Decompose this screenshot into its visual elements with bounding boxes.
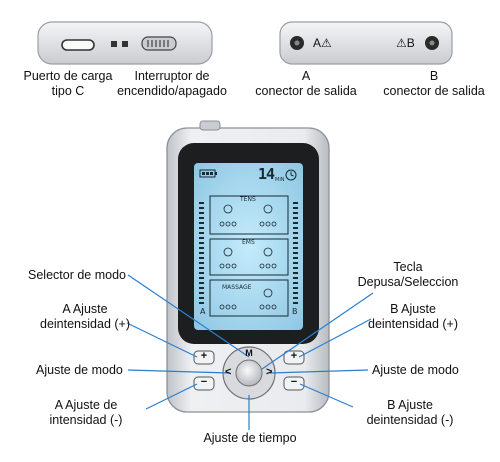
pause-select-label: Tecla Depusa/Seleccion: [357, 260, 459, 289]
b-plus-label: B Ajuste deintensidad (+): [368, 302, 458, 331]
b-minus-glyph[interactable]: −: [290, 376, 298, 388]
intensity-bar-b: [293, 202, 298, 304]
intensity-bar-a: [199, 202, 204, 304]
a-plus-button: [193, 350, 215, 365]
power-switch: [141, 36, 177, 51]
mode-right-label: Ajuste de modo: [372, 363, 459, 377]
charging-port-label: Puerto de carga tipo C: [23, 69, 113, 98]
lcd-channel-a: A: [200, 307, 206, 316]
connector-b-mark: ⚠B: [396, 36, 415, 50]
mode-panel-tens: [209, 195, 289, 235]
mode-selector-label: Selector de modo: [28, 268, 126, 282]
mode-panel-ems: [209, 238, 289, 276]
b-minus-label: B Ajuste deintensidad (-): [366, 398, 454, 427]
mode-m-glyph[interactable]: M: [245, 348, 253, 358]
mode-left-label: Ajuste de modo: [36, 363, 123, 377]
b-minus-button: [283, 376, 305, 391]
device-bottom-edge-view: [279, 21, 453, 65]
connector-a-mark: A⚠: [313, 36, 332, 50]
right-arrow-icon[interactable]: >: [266, 366, 273, 378]
led-dot-1: [111, 41, 117, 47]
center-button: [235, 359, 263, 387]
a-minus-button: [193, 376, 215, 391]
output-b-label: B conector de salida: [383, 69, 485, 98]
a-plus-label: A Ajuste deintensidad (+): [40, 302, 130, 331]
b-plus-button: [283, 350, 305, 365]
lcd-timer-unit: MIN: [275, 177, 285, 183]
power-switch-label: Interruptor de encendido/apagado: [117, 69, 227, 98]
lcd-mode-massage: MASSAGE: [222, 284, 252, 291]
a-minus-label: A Ajuste de intensidad (-): [49, 398, 123, 427]
clock-icon: [285, 169, 297, 181]
device-top-edge-view: [37, 21, 213, 65]
led-dot-2: [122, 41, 128, 47]
a-plus-glyph[interactable]: +: [200, 350, 208, 362]
lcd-mode-tens: TENS: [240, 196, 256, 203]
b-plus-glyph[interactable]: +: [290, 350, 298, 362]
lcd-timer: 14: [258, 165, 275, 183]
lcd-mode-ems: EMS: [242, 239, 255, 246]
time-adjust-label: Ajuste de tiempo: [203, 431, 297, 445]
usb-c-port: [61, 39, 95, 51]
left-arrow-icon[interactable]: <: [225, 366, 232, 378]
a-minus-glyph[interactable]: −: [200, 376, 208, 388]
callout-lines: [126, 274, 374, 430]
lcd-channel-b: B: [292, 307, 298, 316]
lcd-screen: [194, 163, 303, 330]
mode-glyphs: [219, 204, 277, 310]
main-device: [166, 120, 330, 413]
mode-panel-massage: [209, 279, 289, 317]
output-a-label: A conector de salida: [255, 69, 357, 98]
